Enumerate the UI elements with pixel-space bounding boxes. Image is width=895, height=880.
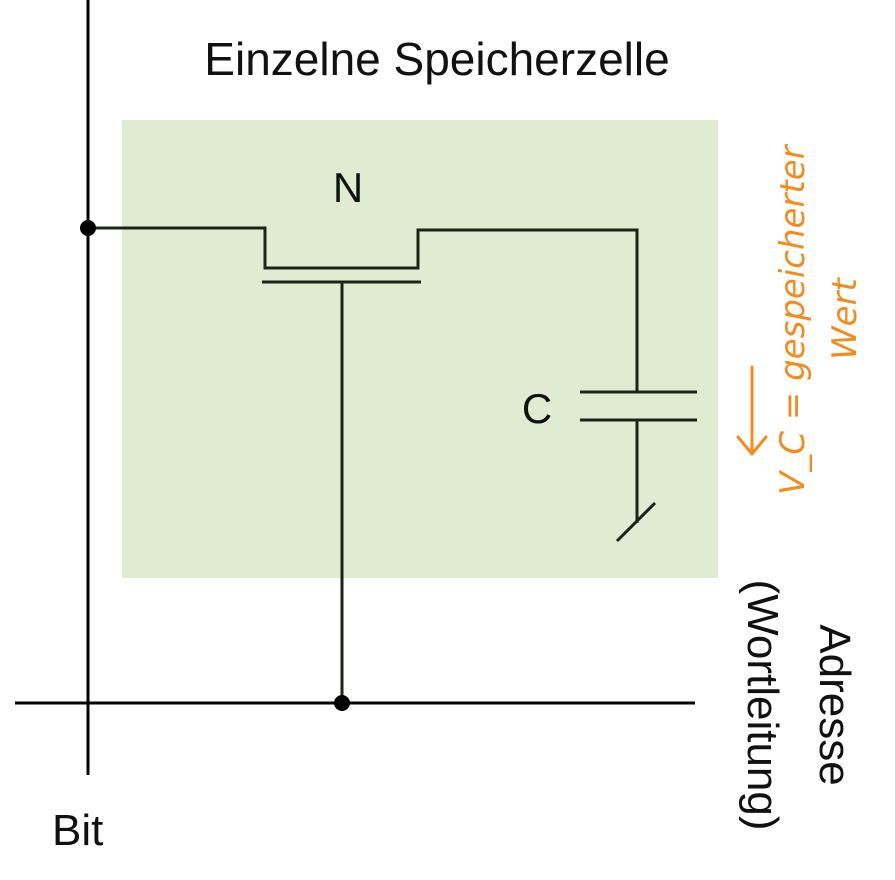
transistor-label: N	[333, 164, 363, 211]
capacitor-label: C	[522, 385, 552, 432]
word-line-label: Adresse	[810, 624, 859, 785]
bit-line-label: Bit	[52, 806, 103, 855]
cell-area	[122, 120, 718, 578]
arrow-head-icon	[736, 435, 768, 456]
diagram-title: Einzelne Speicherzelle	[204, 33, 669, 85]
word-junction-dot	[334, 695, 350, 711]
ground-symbol	[615, 501, 657, 543]
voltage-annotation: V_C = gespeicherter Wert	[736, 143, 865, 495]
annotation-line-1: V_C = gespeicherter	[773, 143, 813, 495]
bit-junction-dot	[80, 220, 96, 236]
annotation-line-2: Wert	[825, 276, 865, 360]
word-line-sublabel: (Wortleitung)	[738, 579, 787, 830]
bit-to-transistor-wire	[88, 226, 639, 392]
